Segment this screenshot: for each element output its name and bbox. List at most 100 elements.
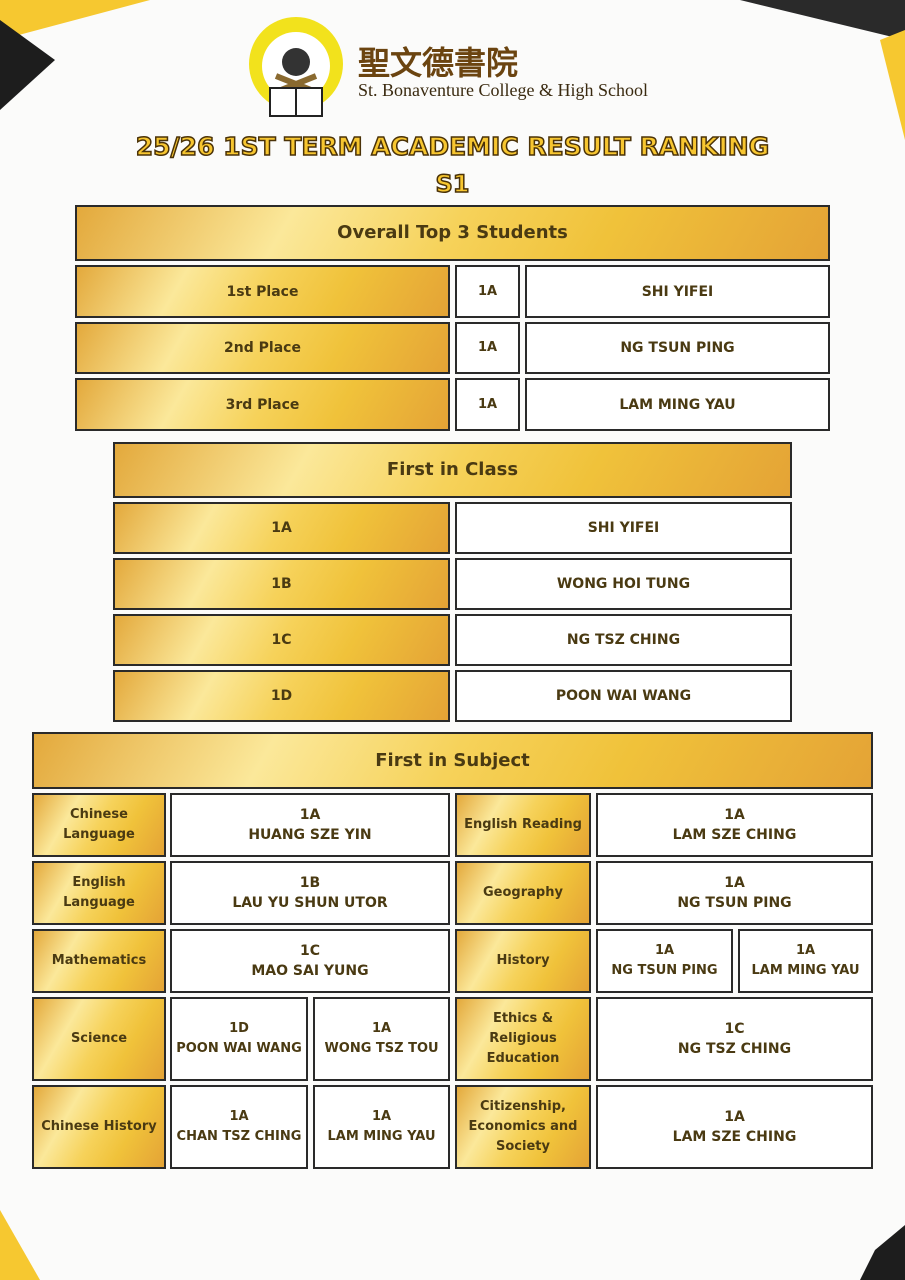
subject-label-text: Chinese Language — [63, 807, 135, 842]
subject-label: Geography — [455, 861, 591, 925]
subject-winner-text: 1D — [229, 1021, 249, 1036]
subject-winner-text: LAM SZE CHING — [672, 827, 797, 843]
subject-winner-text: 1A — [724, 807, 745, 823]
subject-label: Chinese History — [32, 1085, 166, 1169]
class-label: 1D — [113, 670, 450, 722]
level-title: S1 — [435, 169, 470, 199]
subject-winner-text: 1A — [724, 875, 745, 891]
subject-winner-text: 1A — [795, 943, 816, 958]
subject-winner: 1A LAM SZE CHING — [596, 1085, 873, 1169]
class-heading: First in Class — [113, 442, 792, 498]
overall-place-text: 3rd Place — [225, 396, 300, 413]
subject-label-text: Ethics & Religious Education — [486, 1011, 560, 1066]
overall-name-text: LAM MING YAU — [619, 396, 736, 413]
subject-winner: 1B LAU YU SHUN UTOR — [170, 861, 450, 925]
subject-winner-text: 1A — [371, 1109, 392, 1124]
subject-winner-text: CHAN TSZ CHING — [176, 1129, 302, 1144]
overall-class-text: 1A — [477, 283, 498, 299]
subject-winner-text: 1B — [299, 875, 321, 891]
class-top-student-text: SHI YIFEI — [587, 520, 660, 536]
school-logo — [249, 17, 343, 117]
subject-label: History — [455, 929, 591, 993]
subject-winner-text: NG TSUN PING — [677, 895, 792, 911]
subject-winner-text: 1C — [299, 943, 320, 959]
subject-label-text: Science — [70, 1031, 128, 1046]
overall-place: 3rd Place — [75, 378, 450, 431]
overall-name-text: SHI YIFEI — [641, 283, 714, 300]
class-top-student-text: NG TSZ CHING — [566, 632, 681, 648]
overall-heading-text: Overall Top 3 Students — [337, 222, 568, 243]
subject-label-text: Chinese History — [41, 1119, 157, 1134]
class-label-text: 1C — [271, 632, 292, 648]
subject-winner-text: LAU YU SHUN UTOR — [232, 895, 388, 911]
class-top-student-text: WONG HOI TUNG — [556, 576, 691, 592]
subject-winner-text: LAM SZE CHING — [672, 1129, 797, 1145]
subject-winner-text: HUANG SZE YIN — [248, 827, 372, 843]
subject-winner-text: 1A — [229, 1109, 249, 1124]
subject-label: English Reading — [455, 793, 591, 857]
subject-winner: 1A LAM MING YAU — [313, 1085, 450, 1169]
overall-class: 1A — [455, 265, 520, 318]
subject-winner: 1A NG TSUN PING — [596, 929, 733, 993]
overall-class: 1A — [455, 378, 520, 431]
overall-class-text: 1A — [477, 396, 498, 412]
subject-winner: 1C MAO SAI YUNG — [170, 929, 450, 993]
subject-winner-text: LAM MING YAU — [327, 1129, 436, 1144]
subject-winner-text: NG TSZ CHING — [677, 1041, 792, 1057]
class-label: 1A — [113, 502, 450, 554]
subject-winner: 1A NG TSUN PING — [596, 861, 873, 925]
subject-label: Mathematics — [32, 929, 166, 993]
overall-place: 2nd Place — [75, 322, 450, 374]
subject-label-text: History — [496, 953, 550, 968]
subject-winner-text: 1A — [724, 1109, 745, 1125]
overall-class-text: 1A — [477, 340, 498, 355]
overall-class: 1A — [455, 322, 520, 374]
class-label: 1C — [113, 614, 450, 666]
subject-heading: First in Subject — [32, 732, 873, 789]
class-heading-text: First in Class — [386, 459, 519, 480]
subject-winner: 1A LAM SZE CHING — [596, 793, 873, 857]
subject-winner-text: POON WAI WANG — [176, 1041, 302, 1056]
class-top-student: SHI YIFEI — [455, 502, 792, 554]
school-name-english: St. Bonaventure College & High School — [358, 80, 648, 100]
class-label: 1B — [113, 558, 450, 610]
subject-winner: 1D POON WAI WANG — [170, 997, 308, 1081]
subject-label-text: Mathematics — [51, 953, 147, 968]
page-title: 25/26 1ST TERM ACADEMIC RESULT RANKING — [135, 131, 770, 162]
overall-heading: Overall Top 3 Students — [75, 205, 830, 261]
class-top-student: NG TSZ CHING — [455, 614, 792, 666]
subject-winner-text: WONG TSZ TOU — [324, 1041, 439, 1056]
overall-place: 1st Place — [75, 265, 450, 318]
subject-label: Ethics & Religious Education — [455, 997, 591, 1081]
subject-winner-text: 1A — [299, 807, 321, 823]
subject-winner-text: 1A — [654, 943, 675, 958]
subject-label: Chinese Language — [32, 793, 166, 857]
class-top-student: POON WAI WANG — [455, 670, 792, 722]
subject-winner: 1A CHAN TSZ CHING — [170, 1085, 308, 1169]
subject-winner-text: 1C — [724, 1021, 745, 1037]
subject-winner: 1C NG TSZ CHING — [596, 997, 873, 1081]
subject-label: English Language — [32, 861, 166, 925]
class-top-student: WONG HOI TUNG — [455, 558, 792, 610]
subject-label-text: Citizenship, Economics and Society — [468, 1099, 578, 1154]
subject-label: Science — [32, 997, 166, 1081]
subject-label-text: English Language — [63, 875, 135, 910]
overall-place-text: 2nd Place — [224, 340, 301, 356]
class-label-text: 1A — [271, 520, 292, 536]
school-name-chinese: 聖文德書院 — [358, 44, 519, 82]
class-top-student-text: POON WAI WANG — [555, 688, 692, 704]
subject-label-text: English Reading — [464, 817, 582, 832]
subject-winner: 1A HUANG SZE YIN — [170, 793, 450, 857]
class-label-text: 1B — [271, 576, 292, 592]
subject-label-text: Geography — [483, 885, 563, 900]
overall-name-text: NG TSUN PING — [620, 340, 735, 356]
subject-winner-text: MAO SAI YUNG — [251, 963, 369, 979]
overall-name: LAM MING YAU — [525, 378, 830, 431]
subject-heading-text: First in Subject — [375, 749, 530, 771]
subject-winner-text: NG TSUN PING — [611, 963, 718, 978]
overall-place-text: 1st Place — [226, 283, 299, 300]
overall-name: NG TSUN PING — [525, 322, 830, 374]
